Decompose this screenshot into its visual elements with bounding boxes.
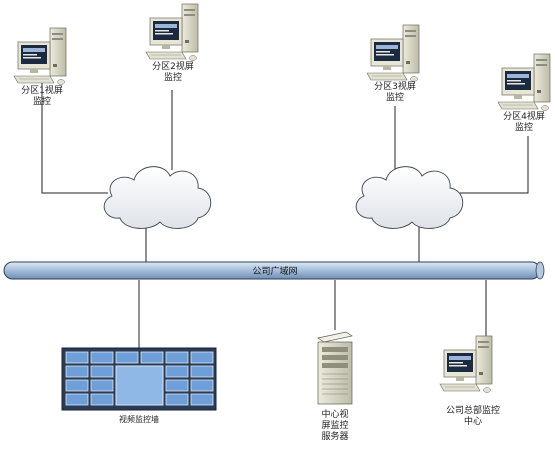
branch4-label-line2: 监控 xyxy=(514,123,533,133)
branch3-label: 分区3视屏 监控 xyxy=(365,82,425,104)
server-label: 中心视 屏监控 服务器 xyxy=(305,410,365,443)
branch3-label-line1: 分区3视屏 xyxy=(374,82,416,92)
server-icon xyxy=(317,331,353,405)
hq-label: 公司总部监控 中心 xyxy=(433,406,513,428)
branch2-label-line1: 分区2视屏 xyxy=(152,62,194,72)
connection-lines xyxy=(41,80,529,348)
branch2-label-line2: 监控 xyxy=(163,73,182,83)
video-wall-icon xyxy=(61,347,217,411)
wan-cloud-left xyxy=(103,166,212,229)
video-wall-label: 视频监控墙 xyxy=(119,415,159,424)
branch1-computer-icon xyxy=(13,27,67,85)
hq-label-line1: 公司总部监控 xyxy=(445,406,500,416)
branch4-label: 分区4视屏 监控 xyxy=(494,112,554,134)
branch3-label-line2: 监控 xyxy=(385,93,404,103)
branch1-label: 分区1视屏 监控 xyxy=(12,86,72,108)
server-label-line1: 中心视 xyxy=(321,410,349,420)
branch2-label: 分区2视屏 监控 xyxy=(143,62,203,84)
server-label-line3: 服务器 xyxy=(321,432,349,442)
branch4-label-line1: 分区4视屏 xyxy=(503,112,545,122)
server-label-line2: 屏监控 xyxy=(321,421,349,431)
hq-computer-icon xyxy=(439,335,493,393)
branch1-label-line1: 分区1视屏 xyxy=(21,86,63,96)
wan-backbone xyxy=(3,261,545,280)
branch2-computer-icon xyxy=(145,3,199,61)
link-branch3 xyxy=(460,136,529,194)
hq-label-line2: 中心 xyxy=(463,417,482,427)
link-branch1 xyxy=(41,80,108,194)
wan-cloud-right xyxy=(355,166,464,229)
branch4-computer-icon xyxy=(497,53,551,111)
branch1-label-line2: 监控 xyxy=(32,97,51,107)
branch3-computer-icon xyxy=(366,24,420,82)
wan-backbone-label: 公司广域网 xyxy=(252,267,298,277)
